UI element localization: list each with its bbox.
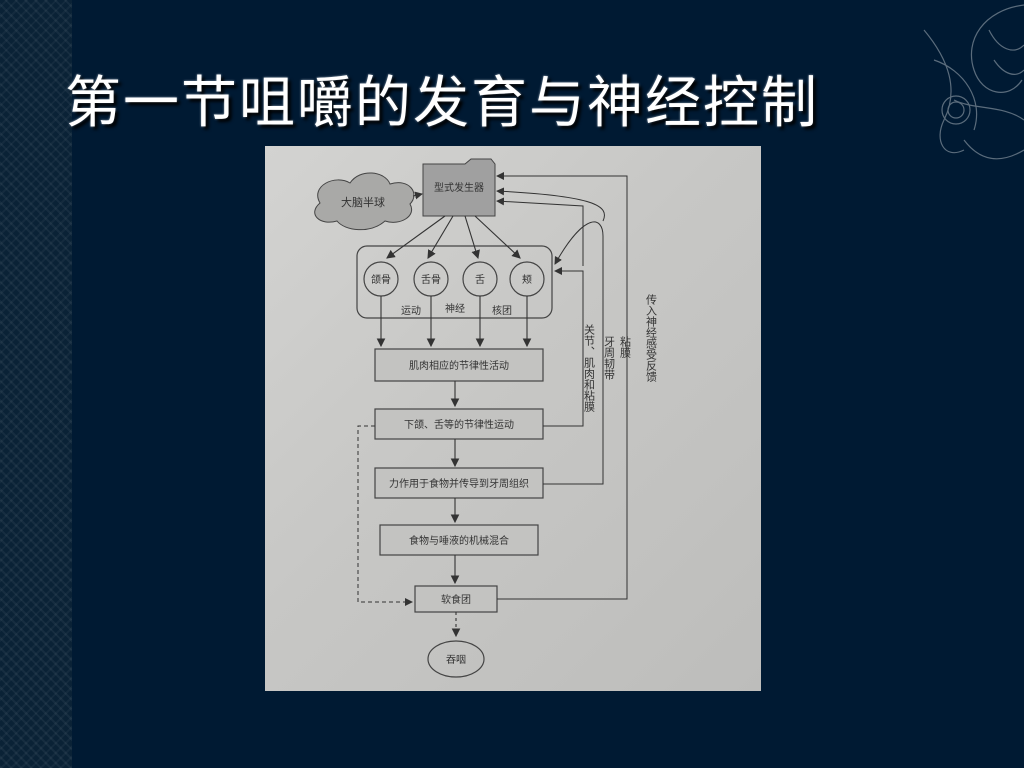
step-label: 软食团 [441,593,471,606]
step-label: 力作用于食物并传导到牙周组织 [389,477,529,490]
nucleus-hyoid: 舌骨 [413,261,449,297]
step-food-mixing: 食物与唾液的机械混合 [379,524,539,556]
caption-nerve: 神经 [445,302,465,315]
step-muscle-activity: 肌肉相应的节律性活动 [374,348,544,382]
step-bolus: 软食团 [414,585,498,613]
slide-title: 第一节咀嚼的发育与神经控制 [65,71,819,136]
feedback-label-mucosa: 粘膜 [619,335,632,359]
cerebral-hemisphere-cloud: 大脑半球 [314,172,415,231]
nucleus-label: 颌骨 [371,273,391,286]
step-label: 下颌、舌等的节律性运动 [404,418,514,431]
nucleus-cheek: 颊 [509,261,545,297]
feedback-label-afferent: 传入神经感受反馈 [645,294,658,383]
caption-nucleus: 核团 [492,304,512,317]
feedback-arrows [496,172,628,600]
pattern-generator-box: 型式发生器 [422,158,496,217]
nucleus-jaw: 颌骨 [363,261,399,297]
step-jaw-movement: 下颌、舌等的节律性运动 [374,408,544,440]
nucleus-label: 舌骨 [421,274,441,286]
step-force-transfer: 力作用于食物并传导到牙周组织 [374,467,544,499]
feedback-label-joints: 关节、肌肉和粘膜 [583,323,596,413]
step-label: 肌肉相应的节律性活动 [409,359,509,372]
motor-nuclei-group [356,245,553,319]
generator-label: 型式发生器 [434,181,484,194]
flowchart-photo: 大脑半球 型式发生器 颌骨 舌骨 舌 [265,146,761,691]
mastication-control-diagram: 大脑半球 型式发生器 颌骨 舌骨 舌 [314,158,658,678]
end-label: 吞咽 [446,654,466,666]
nuclei-to-muscle-arrows [376,296,532,348]
step-label: 食物与唾液的机械混合 [409,534,509,547]
cloud-arrow [412,191,423,200]
caption-motor: 运动 [401,305,421,317]
dashed-bypass-arrow [357,425,413,606]
nucleus-tongue: 舌 [462,261,498,297]
feedback-label-periodontal: 牙周韧带 [603,336,616,381]
swallowing-end: 吞咽 [427,640,485,678]
nucleus-label: 舌 [475,274,485,286]
nucleus-label: 颊 [522,273,532,286]
lace-ornament-icon [923,4,1024,160]
decorative-pattern-strip [0,0,72,768]
generator-to-nuclei-arrows [386,215,521,260]
cloud-label: 大脑半球 [341,195,385,209]
